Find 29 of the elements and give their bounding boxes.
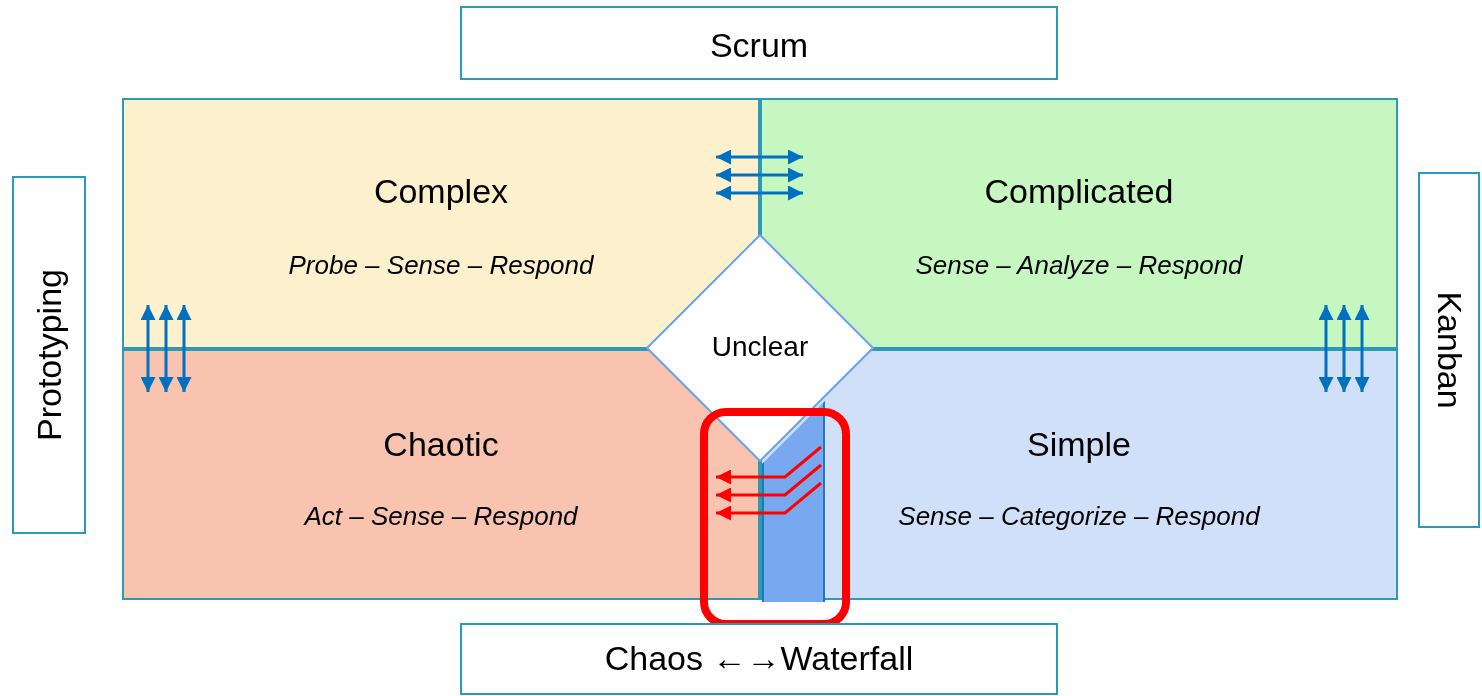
arrow xyxy=(716,481,822,521)
arrow xyxy=(716,149,803,165)
practice-text: Sense – Categorize – Respond xyxy=(898,501,1260,532)
label-box xyxy=(460,6,1058,80)
method-label: Chaos ←→Waterfall xyxy=(604,639,914,678)
practice-text: Probe – Sense – Respond xyxy=(288,250,594,281)
arrow xyxy=(176,305,192,392)
method-label: Kanban xyxy=(1429,291,1469,409)
domain-title: Simple xyxy=(1027,425,1131,464)
practice-text: Sense – Analyze – Respond xyxy=(915,250,1243,281)
domain-title: Complex xyxy=(373,172,509,211)
arrow xyxy=(716,167,803,183)
label-box xyxy=(12,176,86,534)
arrow xyxy=(158,305,174,392)
domain-title: Complicated xyxy=(984,172,1174,211)
arrow xyxy=(716,185,803,201)
arrow xyxy=(1336,305,1352,392)
label-box xyxy=(460,623,1058,695)
method-label: Scrum xyxy=(709,26,809,65)
arrow xyxy=(716,463,822,503)
arrow xyxy=(1354,305,1370,392)
domain-title: Unclear xyxy=(711,331,809,363)
arrow xyxy=(716,445,822,485)
arrow xyxy=(1318,305,1334,392)
practice-text: Act – Sense – Respond xyxy=(304,501,578,532)
method-label: Prototyping xyxy=(29,269,69,441)
arrow xyxy=(140,305,156,392)
domain-title: Chaotic xyxy=(383,425,499,464)
label-box xyxy=(1418,172,1480,528)
